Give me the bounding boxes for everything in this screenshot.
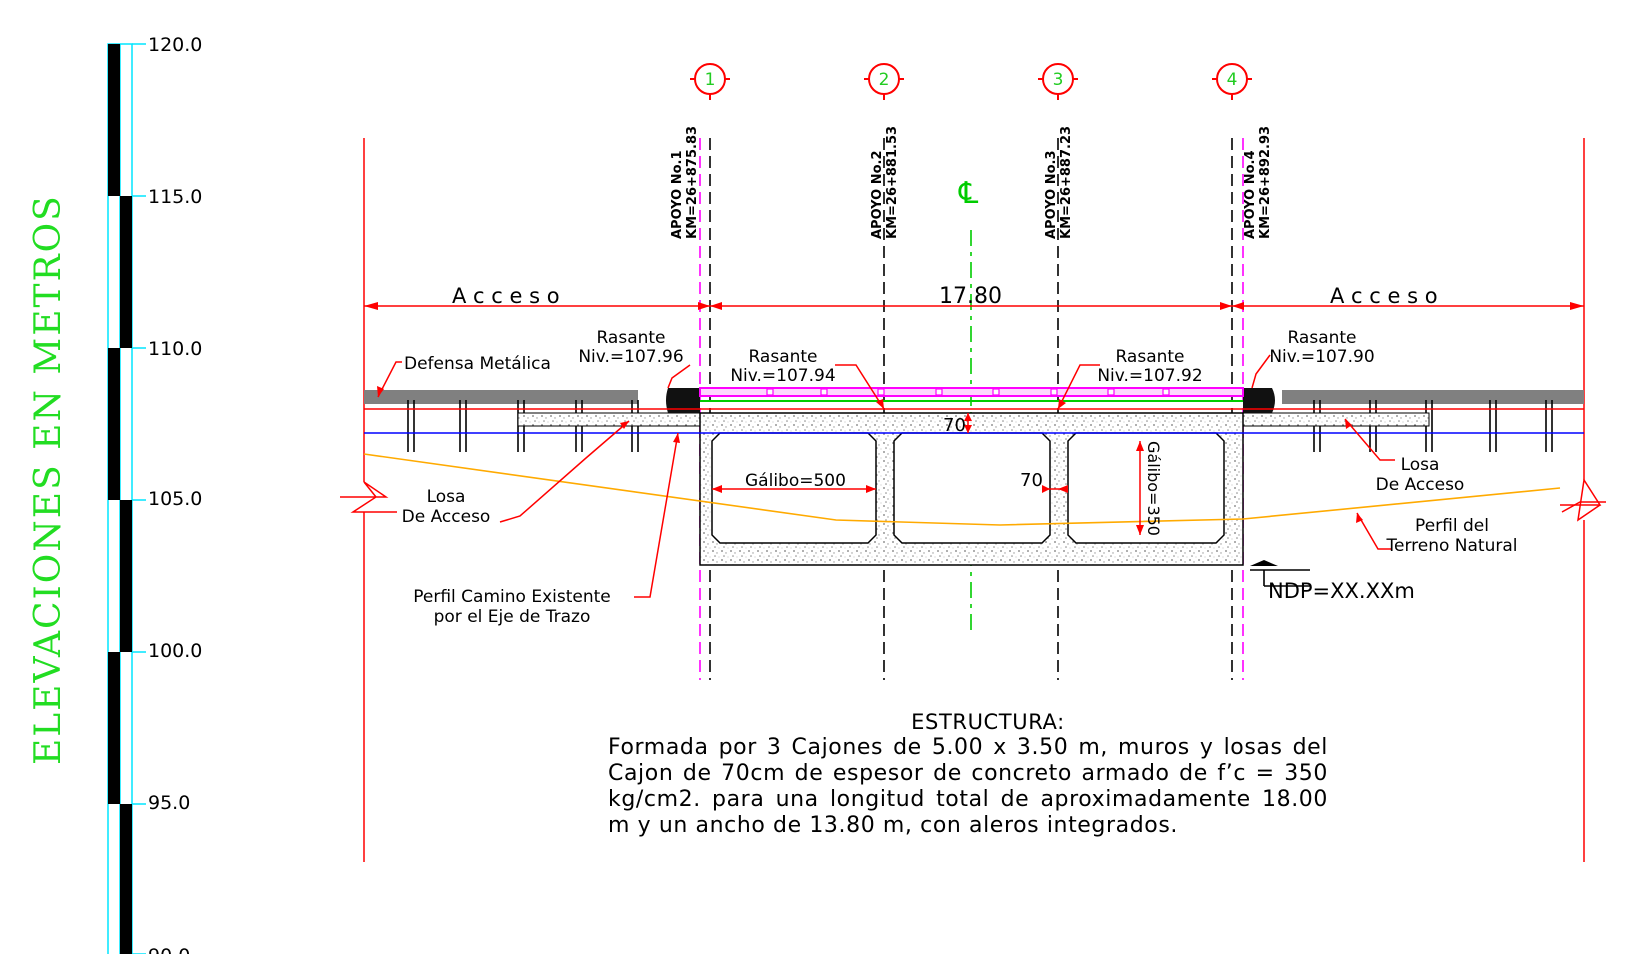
scale-label-105: 105.0 xyxy=(148,488,202,510)
rasante-3-label: Rasante xyxy=(1115,347,1184,367)
axis-number-1: 1 xyxy=(705,70,716,90)
galibo-horizontal: Gálibo=500 xyxy=(745,471,846,491)
scale-label-115: 115.0 xyxy=(148,186,202,208)
defensa-label: Defensa Metálica xyxy=(404,354,551,374)
apoyo-label-1: APOYO No.1 xyxy=(670,151,685,240)
left-approach xyxy=(364,388,701,452)
rasante-2-level: Niv.=107.94 xyxy=(730,366,835,386)
left-parapet xyxy=(666,388,700,413)
leader-arrows xyxy=(377,386,1363,523)
axis-bubble-1: 1 xyxy=(690,63,730,100)
cell-1 xyxy=(711,432,877,544)
centerline-symbol: ℄ xyxy=(958,176,978,211)
axis-bubble-4: 4 xyxy=(1212,63,1252,100)
structure-title: ESTRUCTURA: xyxy=(911,710,1065,734)
ndp-label: NDP=XX.XXm xyxy=(1268,579,1415,603)
rasante-2-label: Rasante xyxy=(748,347,817,367)
losa-right-line2: De Acceso xyxy=(1376,475,1465,495)
apoyo-label-4: APOYO No.4 xyxy=(1243,151,1258,240)
leader-lines xyxy=(377,354,1395,598)
axis-number-2: 2 xyxy=(879,70,890,90)
apoyo-km-3: KM=26+887.23 xyxy=(1059,126,1074,239)
losa-left-line2: De Acceso xyxy=(402,507,491,527)
elevation-scale: 120.0 115.0 110.0 105.0 100.0 95.0 90.0 xyxy=(107,34,202,954)
natural-terrain-line xyxy=(363,453,1561,526)
bridge-deck xyxy=(699,387,1244,402)
ndp-marker xyxy=(1250,560,1310,587)
drawing-frame xyxy=(340,138,1606,862)
losa-right-line1: Losa xyxy=(1401,455,1440,475)
galibo-vertical: Gálibo=350 xyxy=(1144,441,1163,536)
apoyo-km-1: KM=26+875.83 xyxy=(685,126,700,239)
wall-thickness: 70 xyxy=(1020,470,1043,491)
apoyo-km-2: KM=26+881.53 xyxy=(885,126,900,239)
perfil-camino-line1: Perfil Camino Existente xyxy=(413,587,610,607)
scale-label-120: 120.0 xyxy=(148,34,202,56)
axis-bubble-2: 2 xyxy=(864,63,904,100)
apoyo-label-2: APOYO No.2 xyxy=(870,151,885,240)
right-parapet xyxy=(1243,388,1275,413)
scale-label-95: 95.0 xyxy=(148,792,190,814)
access-right-label: A c c e s o xyxy=(1330,284,1438,308)
axis-bubble-3: 3 xyxy=(1038,63,1078,100)
right-approach xyxy=(1242,388,1584,452)
rasante-4-level: Niv.=107.90 xyxy=(1269,347,1374,367)
slab-thickness: 70 xyxy=(943,415,966,436)
axis-number-4: 4 xyxy=(1227,70,1238,90)
access-left-label: A c c e s o xyxy=(452,284,560,308)
axis-number-3: 3 xyxy=(1053,70,1064,90)
internal-dimensions xyxy=(712,413,1144,535)
apoyo-label-3: APOYO No.3 xyxy=(1044,151,1059,240)
cell-2 xyxy=(893,432,1051,544)
rasante-3-level: Niv.=107.92 xyxy=(1097,366,1202,386)
rasante-1-level: Niv.=107.96 xyxy=(578,347,683,367)
rasante-1-label: Rasante xyxy=(596,328,665,348)
scale-label-90: 90.0 xyxy=(148,945,190,954)
rasante-4-label: Rasante xyxy=(1287,328,1356,348)
span-length: 17.80 xyxy=(939,284,1002,309)
perfil-terreno-line2: Terreno Natural xyxy=(1385,536,1517,556)
scale-label-110: 110.0 xyxy=(148,338,202,360)
losa-left-line1: Losa xyxy=(427,487,466,507)
structure-description: Formada por 3 Cajones de 5.00 x 3.50 m, … xyxy=(608,735,1328,838)
side-title: ELEVACIONES EN METROS xyxy=(28,194,69,765)
structure-note: ESTRUCTURA: Formada por 3 Cajones de 5.0… xyxy=(608,709,1328,839)
apoyo-km-4: KM=26+892.93 xyxy=(1258,126,1273,239)
perfil-camino-line2: por el Eje de Trazo xyxy=(434,607,591,627)
perfil-terreno-line1: Perfil del xyxy=(1415,516,1489,536)
cell-3 xyxy=(1067,432,1225,544)
scale-label-100: 100.0 xyxy=(148,640,202,662)
length-dimension xyxy=(364,302,1584,310)
